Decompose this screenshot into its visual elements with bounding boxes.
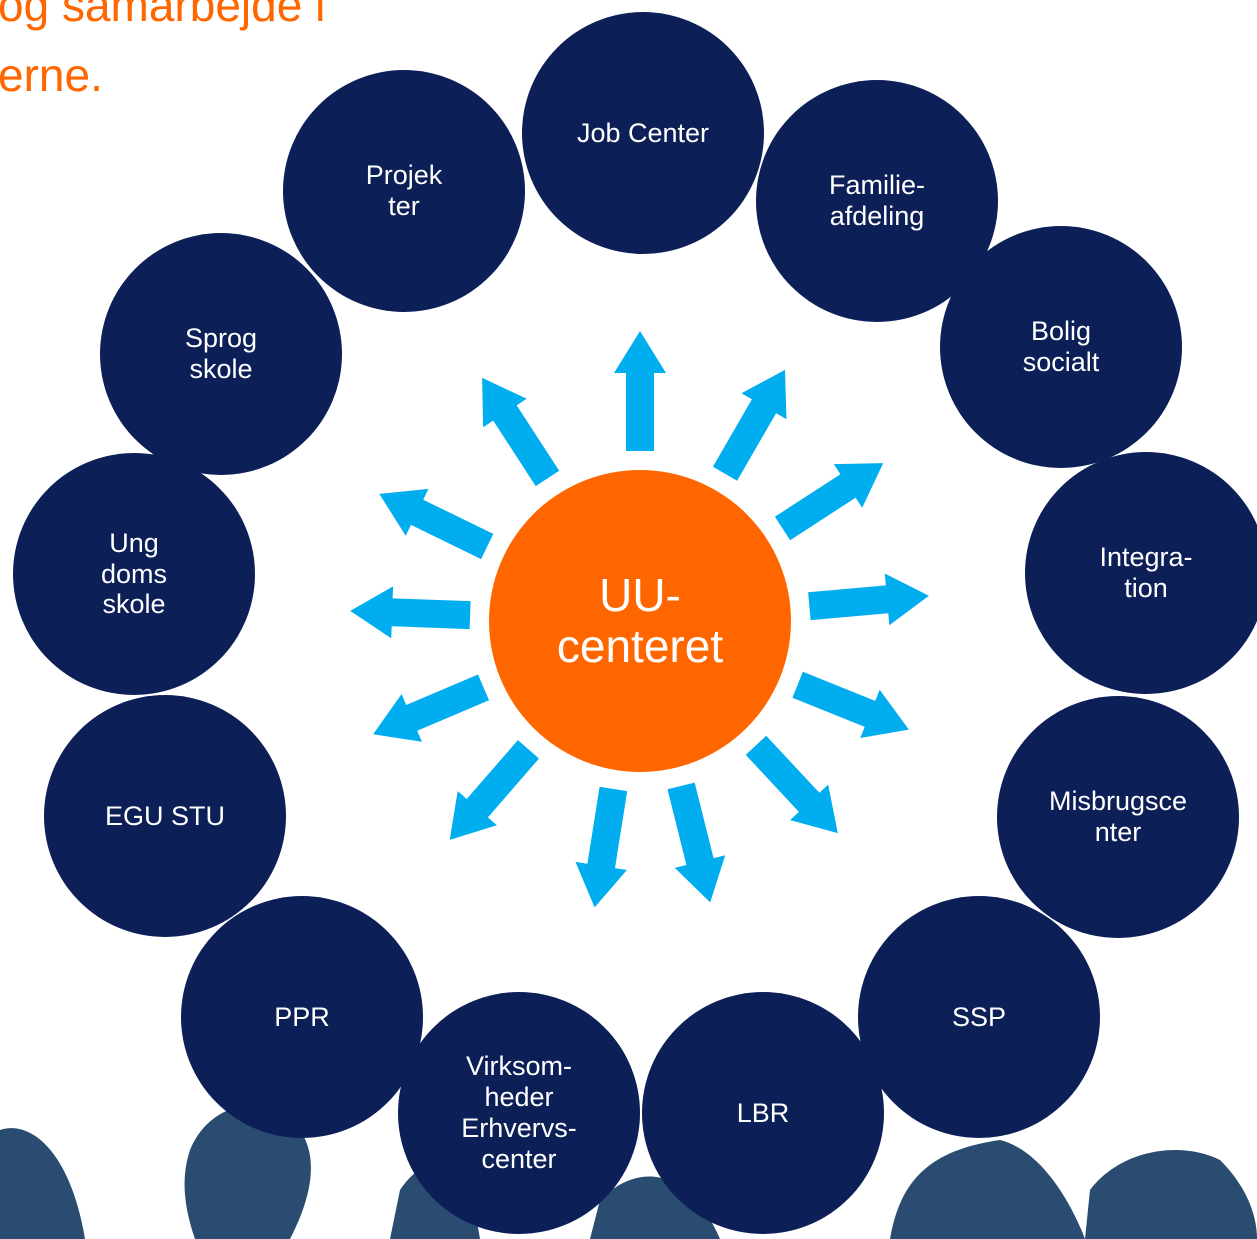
arrow-12 [379,488,494,560]
arrow-group [350,331,929,908]
node-job-center: Job Center [522,12,764,254]
node-ppr: PPR [181,896,423,1138]
node-label: Bolig socialt [1022,316,1100,377]
node-sprogskole: Sprog skole [100,233,342,475]
node-ssp: SSP [858,896,1100,1138]
arrow-8 [575,786,628,908]
node-label: Virksom- heder Erhvervs- center [461,1051,577,1174]
arrow-1 [614,331,666,451]
center-node: UU- centeret [489,470,791,772]
node-ungdomsskole: Ung doms skole [13,453,255,695]
node-bolig-socialt: Bolig socialt [940,226,1182,468]
arrow-11 [350,586,471,639]
node-egu-stu: EGU STU [44,695,286,937]
node-virksomheder: Virksom- heder Erhvervs- center [398,992,640,1234]
node-label: Job Center [576,117,710,148]
node-label: LBR [736,1097,790,1128]
arrow-7 [667,782,726,903]
node-projekter: Projek ter [283,70,525,312]
arrow-3 [774,463,884,541]
node-label: Misbrugsce nter [1048,786,1188,847]
arrow-2 [712,369,787,481]
node-label: Familie- afdeling [828,170,925,231]
node-label: Integra- tion [1099,542,1193,603]
node-label: Sprog skole [184,323,258,384]
node-lbr: LBR [642,992,884,1234]
title-line-1: og samarbejde i [0,0,326,31]
node-misbrugscenter: Misbrugsce nter [997,696,1239,938]
node-label: SSP [951,1001,1007,1032]
node-integration: Integra- tion [1025,452,1257,694]
arrow-10 [373,674,489,742]
node-label: EGU STU [104,800,225,831]
node-label: Projek ter [365,160,443,221]
arrow-13 [482,377,560,487]
arrow-4 [808,573,929,626]
arrow-5 [792,671,909,738]
arrow-6 [745,735,838,834]
arrow-9 [449,740,539,840]
node-label: Ung doms skole [100,527,168,620]
title-line-2: erne. [0,49,103,101]
node-label: PPR [274,1001,330,1032]
